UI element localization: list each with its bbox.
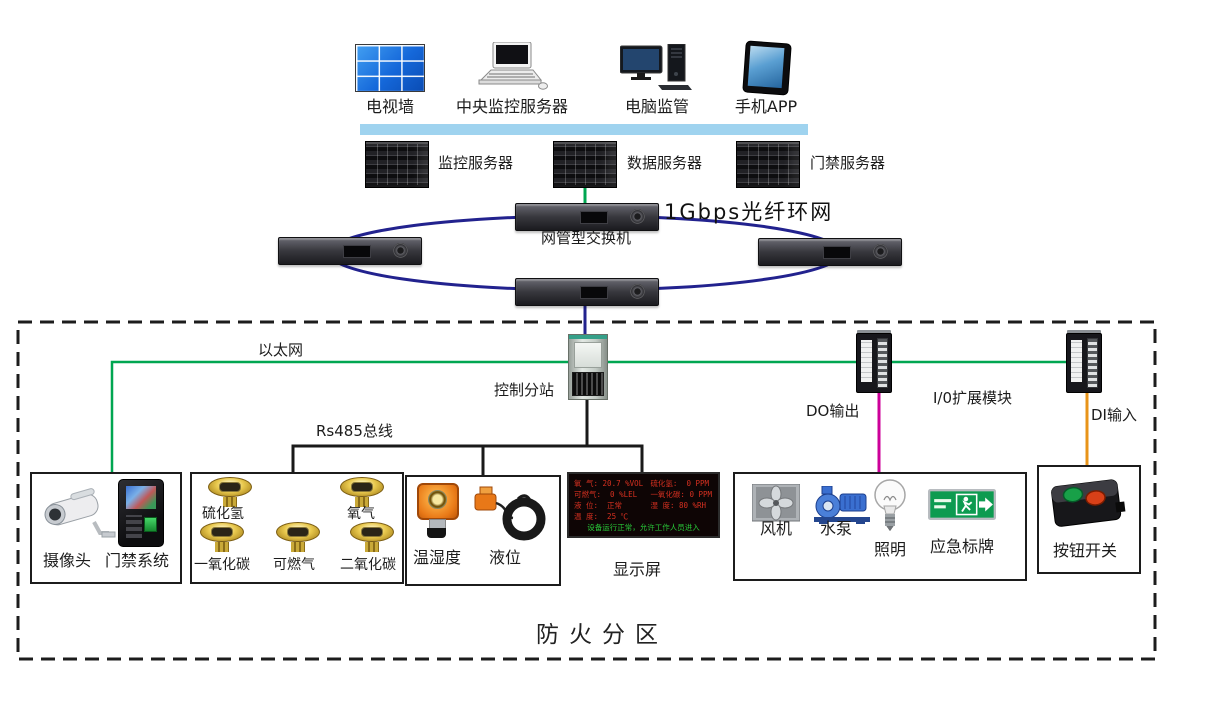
gas-detector-icon bbox=[208, 477, 252, 507]
sensor-dial bbox=[428, 490, 447, 509]
fire-zone-label: 防火分区 bbox=[536, 622, 668, 648]
display-label: 显示屏 bbox=[613, 560, 662, 579]
gas-label: 氧气 bbox=[347, 506, 375, 522]
sensor-cap bbox=[427, 528, 446, 538]
temp-label: 温湿度 bbox=[413, 548, 462, 567]
rs485-label: Rs485总线 bbox=[316, 422, 393, 440]
fan-icon bbox=[752, 484, 800, 522]
fingerprint-scanner bbox=[144, 517, 157, 532]
do-output-label: DO输出 bbox=[806, 402, 860, 420]
gas-detector-icon bbox=[340, 477, 384, 507]
switch-label: 网管型交换机 bbox=[540, 229, 632, 247]
device-label: 中央监控服务器 bbox=[455, 97, 569, 116]
control-station-label: 控制分站 bbox=[494, 381, 555, 399]
di-input-label: DI输入 bbox=[1091, 406, 1137, 424]
gas-label: 硫化氢 bbox=[202, 506, 244, 522]
access-control-icon bbox=[118, 479, 164, 547]
server-label: 门禁服务器 bbox=[810, 154, 886, 172]
tv-wall-icon bbox=[355, 44, 425, 92]
light-bulb-icon bbox=[874, 479, 906, 531]
temp-humidity-sensor-icon bbox=[415, 483, 459, 539]
central-monitor-server-icon bbox=[478, 42, 548, 90]
gas-label: 可燃气 bbox=[273, 557, 315, 573]
managed-switch-icon bbox=[515, 203, 659, 231]
device-label: 电脑监管 bbox=[624, 97, 690, 116]
fire-zone-border bbox=[16, 320, 1157, 661]
ring-title: 1Gbps光纤环网 bbox=[664, 200, 834, 224]
liquid-level-sensor-icon bbox=[474, 486, 546, 541]
access-label: 门禁系统 bbox=[105, 551, 170, 570]
server-label: 数据服务器 bbox=[627, 154, 703, 172]
ethernet-line bbox=[110, 360, 1069, 473]
ring-switch-icon bbox=[515, 278, 659, 306]
detector-base bbox=[223, 497, 237, 507]
led-row: 液 位: 正常湿 度: 80 %RH bbox=[574, 501, 707, 510]
ethernet-label: 以太网 bbox=[258, 341, 304, 359]
gas-detector-icon bbox=[276, 522, 320, 552]
button-label: 按钮开关 bbox=[1053, 541, 1118, 560]
tablet-icon bbox=[742, 40, 792, 96]
device-label: 电视墙 bbox=[365, 97, 415, 116]
pc-monitor-icon bbox=[620, 44, 692, 90]
actuator-label: 应急标牌 bbox=[930, 537, 995, 556]
actuator-label: 风机 bbox=[760, 519, 793, 538]
camera-label: 摄像头 bbox=[43, 551, 92, 570]
highlight-bar bbox=[360, 124, 808, 135]
gas-label: 二氧化碳 bbox=[340, 557, 396, 573]
detector-base bbox=[291, 542, 305, 552]
detector-base bbox=[355, 497, 369, 507]
gas-label: 一氧化碳 bbox=[194, 557, 250, 573]
detector-base bbox=[215, 542, 229, 552]
cctv-camera-icon bbox=[44, 488, 116, 538]
gas-detector-icon bbox=[350, 522, 394, 552]
led-row: 温 度: 25 ℃ bbox=[574, 512, 629, 521]
gas-detector-icon bbox=[200, 522, 244, 552]
rack-server-icon bbox=[365, 141, 429, 188]
di-module-icon bbox=[1066, 333, 1102, 393]
water-pump-icon bbox=[814, 486, 870, 524]
detector-base bbox=[365, 542, 379, 552]
emergency-exit-sign-icon bbox=[928, 489, 996, 520]
actuator-label: 照明 bbox=[874, 540, 907, 559]
led-status: 设备运行正常，允许工作人员进入 bbox=[587, 523, 700, 532]
device-label: 手机APP bbox=[734, 97, 798, 116]
rack-server-icon bbox=[736, 141, 800, 188]
level-label: 液位 bbox=[489, 548, 522, 567]
ring-switch-icon bbox=[758, 238, 902, 266]
ring-switch-icon bbox=[278, 237, 422, 265]
io-expansion-label: I/0扩展模块 bbox=[933, 389, 1013, 407]
do-module-icon bbox=[856, 333, 892, 393]
control-station-icon bbox=[568, 334, 608, 400]
push-button-switch-icon bbox=[1051, 479, 1126, 527]
actuator-label: 水泵 bbox=[820, 519, 853, 538]
rs485-bus-line bbox=[291, 396, 644, 478]
server-label: 监控服务器 bbox=[438, 154, 514, 172]
rack-server-icon bbox=[553, 141, 617, 188]
